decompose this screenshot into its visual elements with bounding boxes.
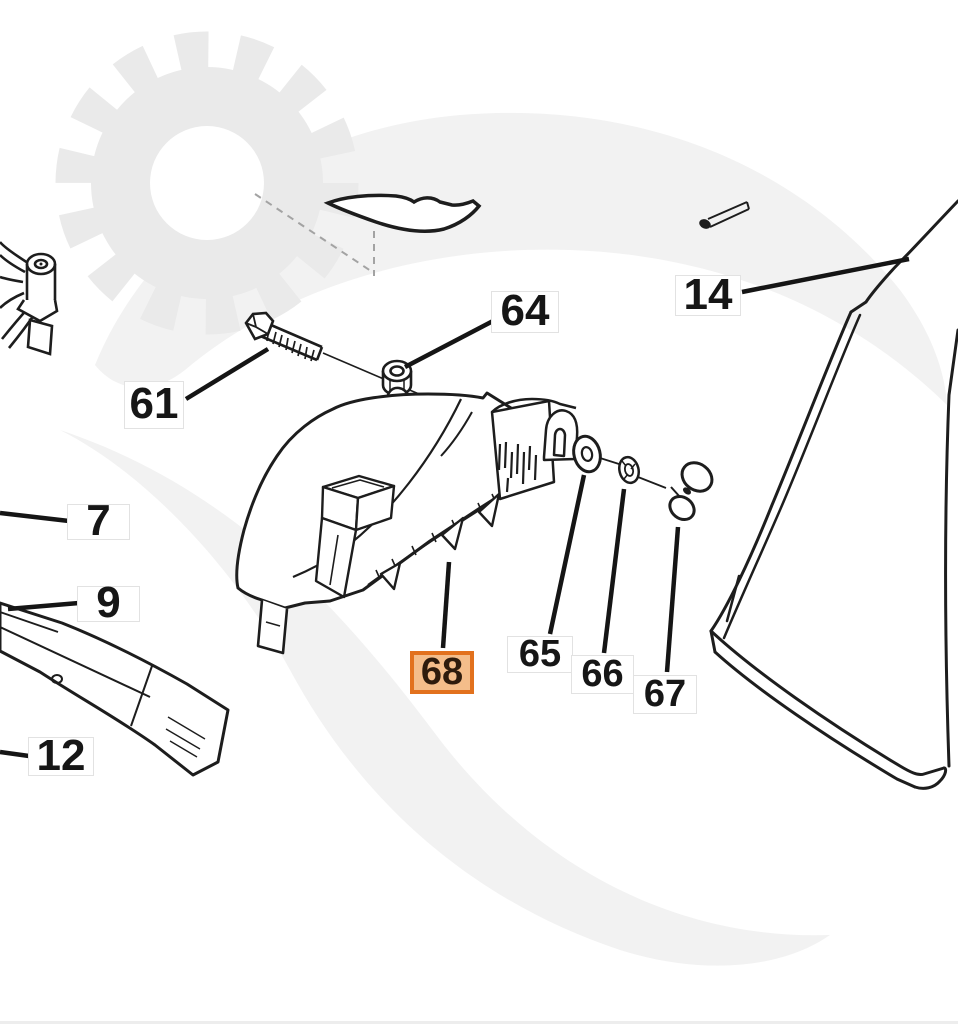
part-67-wing-nut [668, 461, 714, 522]
leader-line-65 [547, 474, 587, 635]
callout-14[interactable]: 14 [675, 272, 741, 316]
deck-outline [323, 193, 482, 233]
blade-adapter-part [0, 241, 59, 356]
leader-line-61 [184, 347, 270, 401]
part-68-bracket [490, 397, 579, 501]
callout-9[interactable]: 9 [77, 581, 140, 625]
leader-line-68 [440, 561, 452, 649]
leader-line-64 [403, 319, 495, 369]
leader-line-66 [601, 488, 627, 654]
leader-line-14 [741, 256, 910, 295]
pin-fastener [699, 201, 750, 229]
callout-12[interactable]: 12 [28, 733, 94, 777]
callout-66[interactable]: 66 [571, 655, 634, 694]
bottom-edge-strip [0, 1021, 958, 1024]
callout-68[interactable]: 68 [410, 651, 474, 694]
callout-67[interactable]: 67 [633, 675, 697, 714]
leader-line-12 [0, 749, 30, 759]
leader-line-7 [0, 510, 70, 524]
callout-64[interactable]: 64 [491, 289, 559, 333]
hidden-dashed-lines [254, 193, 375, 276]
leader-line-9 [7, 600, 80, 612]
mower-blade-part [0, 601, 230, 777]
watermark-gear-icon [55, 31, 359, 335]
leader-line-67 [664, 526, 681, 673]
part-65-flat-washer [572, 434, 602, 474]
assembly-axis-line [322, 352, 434, 401]
part-61-bolt [244, 311, 324, 362]
part-66-lock-washer [618, 455, 640, 485]
callout-65[interactable]: 65 [507, 635, 573, 673]
hardware-axis-line [599, 457, 667, 489]
callout-61[interactable]: 61 [124, 381, 184, 429]
part-68-mulch-plug [235, 386, 529, 655]
callout-7[interactable]: 7 [67, 499, 130, 543]
